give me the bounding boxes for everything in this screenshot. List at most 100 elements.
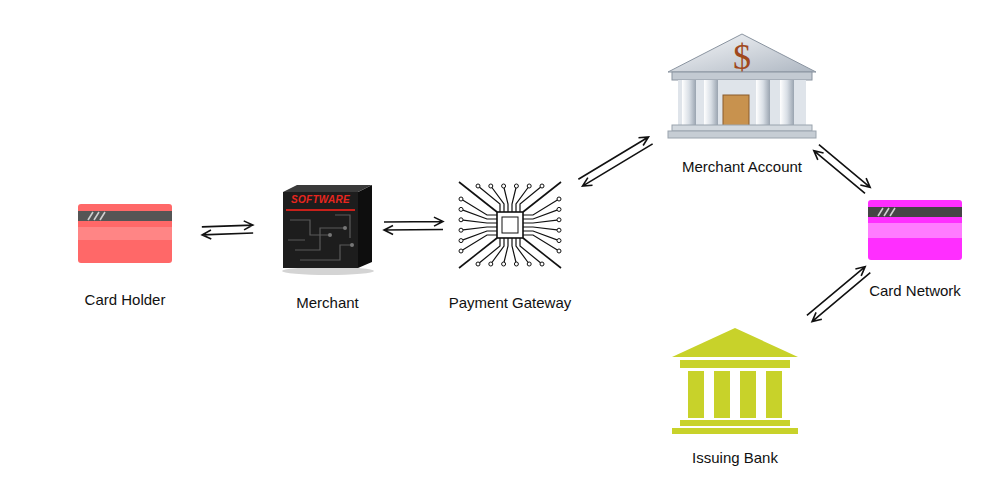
node-label: Merchant (281, 294, 374, 312)
circuit-pad (557, 239, 561, 243)
arrow-line (202, 221, 253, 230)
bank-building-icon (723, 95, 749, 127)
arrow-line (578, 137, 648, 179)
card-icon (78, 227, 172, 240)
bank-building-icon (682, 80, 696, 125)
double-arrow (578, 137, 652, 186)
arrow-line (384, 217, 443, 226)
node-shape (455, 180, 565, 270)
bank-building-icon (740, 371, 756, 418)
circuit-trace (459, 238, 497, 268)
node-shape (78, 204, 172, 263)
double-arrow (814, 145, 870, 194)
circuit-trace (523, 231, 559, 241)
circuit-trace (461, 220, 497, 223)
circuit-pad (476, 184, 480, 188)
circuit-trace (523, 238, 561, 268)
circuit-pad (459, 249, 463, 253)
circuit-pad (557, 218, 561, 222)
bank-building-icon (672, 428, 798, 434)
circuit-pad (514, 184, 518, 188)
double-arrow (807, 267, 870, 322)
circuit-pad (557, 249, 561, 253)
software-box-icon (328, 233, 332, 237)
software-box-icon (282, 267, 374, 275)
diagram-node: Card Network (866, 200, 964, 300)
node-shape (868, 200, 962, 260)
software-box-icon (343, 226, 347, 230)
double-arrow (202, 221, 253, 239)
bank-building-icon (668, 131, 816, 138)
circuit-trace (504, 186, 508, 212)
bank-building-icon (672, 125, 812, 131)
card-icon (878, 208, 895, 216)
circuit-trace (461, 231, 497, 241)
bank-building-icon (780, 80, 794, 125)
arrow-line (812, 273, 870, 322)
node-shape: $ (666, 33, 818, 138)
double-arrow (384, 217, 443, 234)
circuit-pad (476, 262, 480, 266)
circuit-pad (527, 184, 531, 188)
circuit-trace (459, 182, 497, 212)
diagram-node: Card Holder (76, 204, 174, 309)
circuit-pad (489, 262, 493, 266)
circuit-trace (523, 209, 559, 219)
bank-building-icon (680, 420, 790, 426)
bank-building-icon (680, 360, 790, 368)
bank-building-icon (766, 371, 782, 418)
icon-text: $ (666, 37, 818, 77)
arrow-line (807, 267, 865, 316)
software-box-icon (288, 215, 352, 260)
diagram-node: SOFTWARE Merchant (281, 185, 374, 312)
software-box-icon (350, 243, 354, 247)
bank-building-icon (704, 80, 718, 125)
circuit-trace (504, 238, 508, 264)
circuit-chip-icon (459, 182, 561, 268)
circuit-trace (523, 220, 559, 223)
circuit-pad (459, 218, 463, 222)
node-shape: SOFTWARE (283, 185, 372, 268)
card-icon (78, 211, 172, 221)
card-icon (868, 223, 962, 238)
circuit-trace (523, 227, 559, 230)
node-label: Card Network (866, 282, 964, 300)
circuit-pad (540, 184, 544, 188)
software-box-icon (286, 209, 355, 211)
node-label: Card Holder (76, 291, 174, 309)
circuit-trace (523, 182, 561, 212)
circuit-pad (459, 207, 463, 211)
software-box-icon (358, 185, 372, 268)
software-box-icon (283, 185, 372, 192)
circuit-pad (459, 239, 463, 243)
card-icon (868, 200, 962, 260)
circuit-pad (502, 262, 506, 266)
bank-building-icon (688, 371, 704, 418)
arrow-line (384, 225, 443, 234)
diagram-node: Issuing Bank (670, 328, 800, 467)
node-shape (672, 328, 798, 434)
icon-text: SOFTWARE (283, 194, 372, 206)
diagram-node: $ Merchant Account (664, 33, 820, 176)
bank-building-icon (756, 80, 770, 125)
arrow-line (582, 144, 652, 186)
circuit-pad (502, 184, 506, 188)
circuit-pad (557, 207, 561, 211)
chip (497, 212, 523, 238)
bank-building-icon (672, 328, 798, 434)
chip (502, 217, 518, 233)
node-label: Merchant Account (664, 158, 820, 176)
card-icon (868, 207, 962, 217)
circuit-pad (527, 262, 531, 266)
card-icon (868, 200, 962, 260)
circuit-pad (540, 262, 544, 266)
diagram-node: Payment Gateway (447, 180, 574, 312)
circuit-pad (557, 228, 561, 232)
circuit-trace (461, 227, 497, 230)
node-label: Payment Gateway (447, 294, 574, 312)
bank-building-icon (714, 371, 730, 418)
card-icon (78, 204, 172, 263)
bank-building-icon (672, 328, 798, 357)
node-label: Issuing Bank (670, 449, 800, 467)
